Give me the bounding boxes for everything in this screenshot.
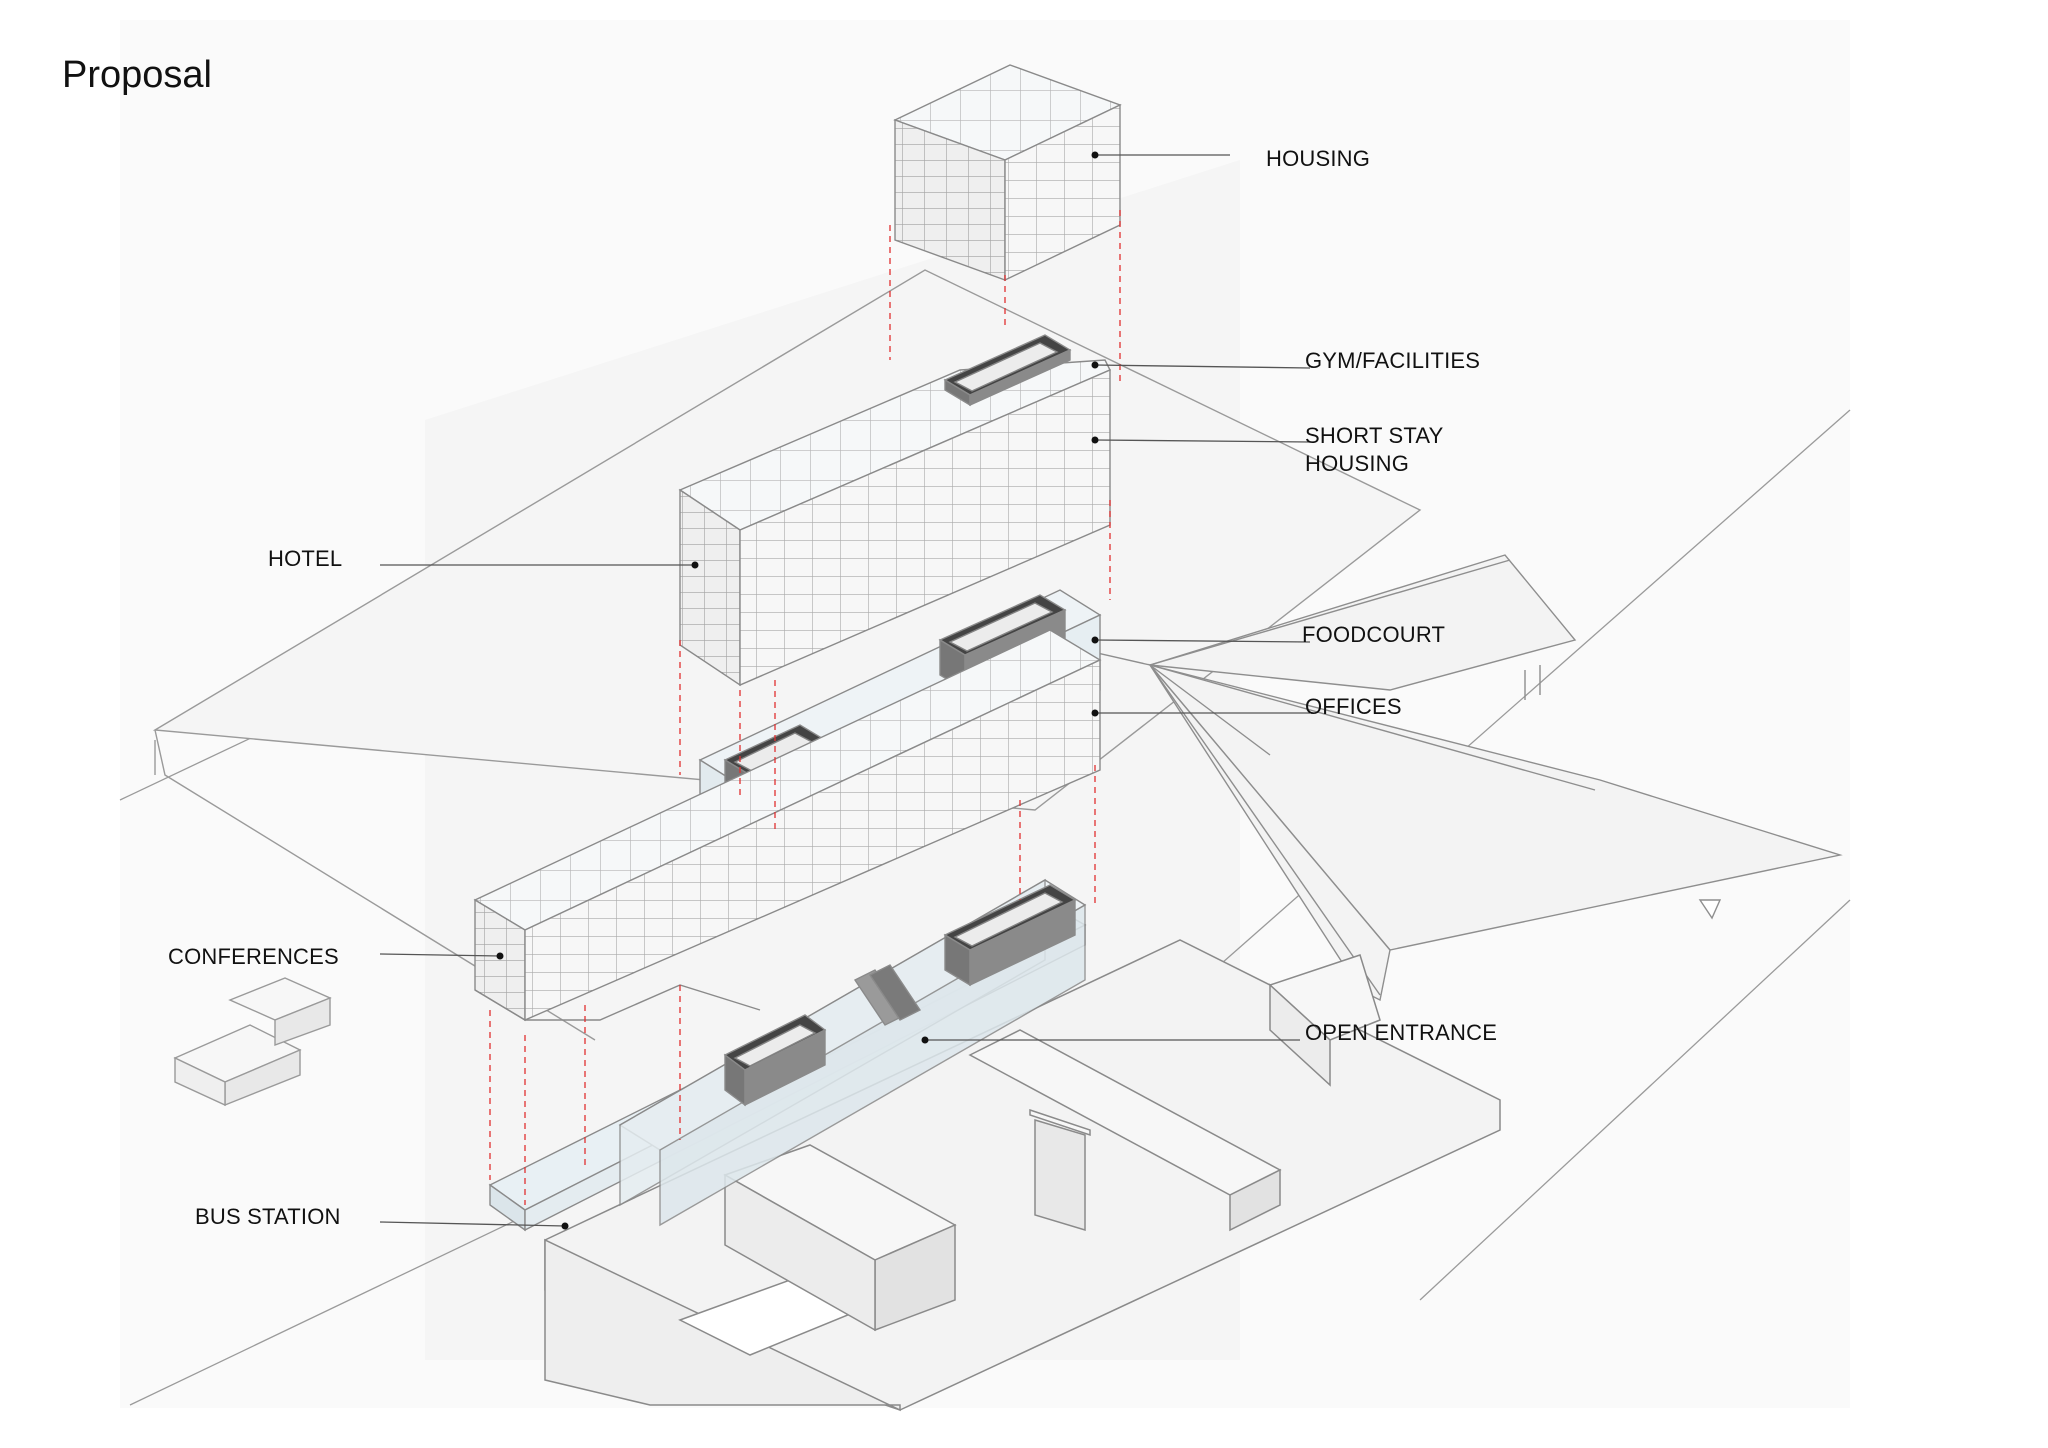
label-bus-station: BUS STATION	[195, 1204, 341, 1229]
leader-bus-station	[379, 1221, 566, 1227]
context-building	[173, 977, 332, 1107]
block-conferences-offices	[473, 629, 1102, 1022]
label-housing: HOUSING	[1266, 146, 1371, 171]
site-edge-right	[1179, 409, 1851, 1001]
leader-short-stay	[1094, 439, 1311, 443]
leader-gym	[1094, 364, 1311, 369]
roof-eave	[154, 729, 596, 1041]
leader-dot-offices	[1091, 709, 1099, 717]
leader-dot-gym	[1091, 361, 1099, 369]
leader-dot-conferences	[496, 952, 504, 960]
long-bar-side	[524, 658, 1101, 1022]
leader-dot-housing	[1091, 151, 1099, 159]
block-bar-2-side	[1229, 1168, 1281, 1232]
label-conferences: CONFERENCES	[168, 944, 339, 969]
block-tower-front	[1034, 1118, 1086, 1232]
canopy-rib-2	[1149, 664, 1596, 791]
canopy-foot	[1698, 899, 1722, 920]
block-bar-1-front	[724, 1173, 876, 1332]
dark-block-gym	[943, 334, 1072, 407]
site-edge-top	[1419, 899, 1851, 1301]
label-open-entrance: OPEN ENTRANCE	[1305, 1020, 1498, 1045]
dark-block-lower-1	[723, 1014, 827, 1107]
leader-dot-short-stay	[1091, 436, 1099, 444]
label-hotel: HOTEL	[268, 546, 343, 571]
canopy-rib-1	[1149, 559, 1511, 666]
label-foodcourt: FOODCOURT	[1302, 622, 1446, 647]
block-annex-front	[1269, 983, 1331, 1087]
canopy-rib-4	[1149, 664, 1271, 756]
label-gym-facilities: GYM/FACILITIES	[1305, 348, 1481, 373]
alignment-lines	[489, 210, 1121, 1205]
dark-block-lower-2	[943, 884, 1077, 987]
canopy-wing-upper	[1149, 554, 1577, 691]
label-short-stay-housing: SHORT STAY HOUSING	[1305, 422, 1444, 478]
label-offices: OFFICES	[1305, 694, 1402, 719]
leader-conferences	[379, 953, 501, 957]
leader-foodcourt	[1094, 639, 1311, 643]
context-front	[174, 1056, 226, 1107]
leader-dot-hotel	[691, 561, 699, 569]
long-bar-lower-edge	[474, 984, 761, 1021]
canopy-structure	[1039, 554, 1843, 1002]
level-bus-station	[488, 878, 1087, 1232]
leader-dot-foodcourt	[1091, 636, 1099, 644]
block-housing	[893, 64, 1122, 282]
label-short-stay-line2: HOUSING	[1305, 451, 1410, 476]
canopy-rib-3	[1149, 664, 1381, 996]
concourse-wall-inner	[659, 903, 1086, 1227]
canopy-wing-lower	[1149, 664, 1391, 1002]
label-short-stay-line1: SHORT STAY	[1305, 423, 1444, 448]
block-hotel	[678, 334, 1111, 687]
context-upper-side	[274, 996, 331, 1046]
leader-dot-open-entrance	[921, 1036, 929, 1044]
leader-dot-bus-station	[561, 1222, 569, 1230]
stair-2	[868, 964, 922, 1021]
ground-buildings	[544, 939, 1501, 1412]
page-title: Proposal	[62, 54, 212, 96]
leader-lines	[379, 151, 1311, 1230]
block-tower-top	[1029, 1108, 1091, 1137]
